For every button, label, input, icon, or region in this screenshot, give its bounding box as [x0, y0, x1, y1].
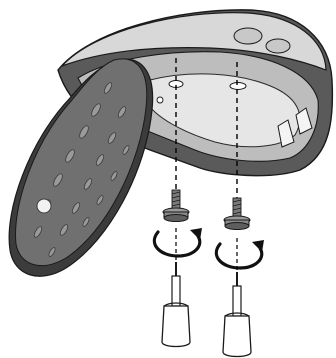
- screw-slot: [230, 83, 246, 90]
- mounting-screw: [224, 198, 250, 230]
- screwdriver: [162, 262, 190, 347]
- mounting-screw: [163, 190, 189, 222]
- screwdriver: [223, 272, 251, 357]
- mounting-plate: [9, 59, 152, 276]
- rotate-clockwise-arrow-icon: [154, 228, 202, 262]
- plate-center-hole: [37, 199, 51, 213]
- cable-entry: [266, 39, 290, 53]
- rotate-clockwise-arrow-icon: [216, 238, 264, 274]
- small-hole: [157, 97, 163, 103]
- cable-entry: [234, 28, 262, 44]
